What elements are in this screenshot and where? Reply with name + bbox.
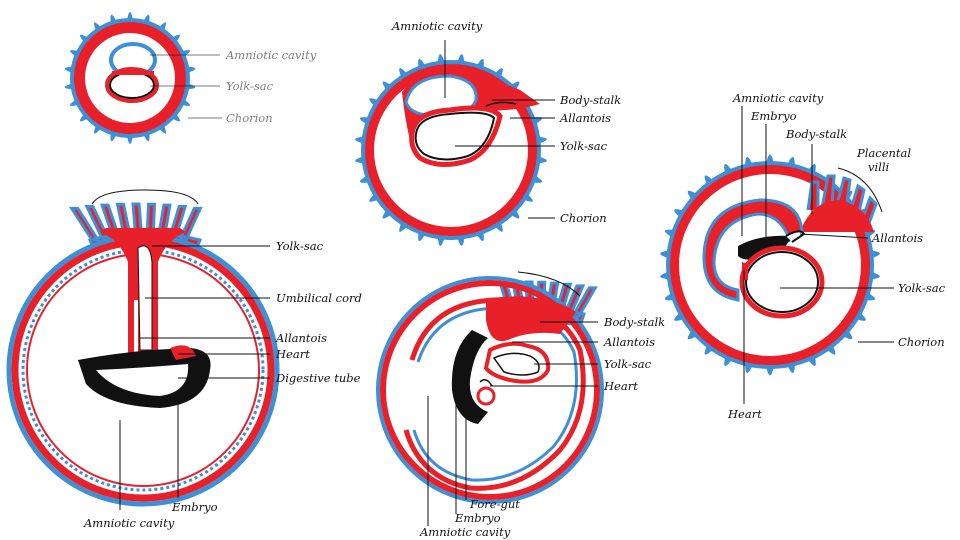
heart-4 — [170, 345, 196, 360]
body-stalk-5 — [486, 296, 576, 342]
label-umbilical-cord-4: Umbilical cord — [276, 291, 362, 305]
digestive-tube-4 — [96, 364, 189, 396]
heart-3 — [742, 262, 748, 280]
label-yolk-sac-5: Yolk-sac — [604, 357, 652, 371]
placental-villi-3 — [800, 167, 883, 232]
label-amniotic-cavity-2: Amniotic cavity — [391, 19, 483, 33]
yolk-endoderm-2 — [414, 111, 496, 161]
yolk-endoderm-3 — [745, 251, 819, 313]
fig1-labels: Amniotic cavity Yolk-sac Chorion — [150, 48, 317, 125]
label-yolk-sac-2: Yolk-sac — [560, 139, 608, 153]
label-placental-villi-line1: Placental — [856, 146, 911, 160]
allantois-4 — [134, 300, 138, 360]
label-amniotic-cavity-3: Amniotic cavity — [732, 91, 824, 105]
label-allantois-4: Allantois — [275, 331, 327, 345]
label-embryo-3: Embryo — [750, 109, 797, 123]
label-yolk-sac-1: Yolk-sac — [226, 79, 274, 93]
heart-5 — [476, 386, 496, 406]
label-placental-villi-line2: villi — [868, 160, 890, 174]
label-digestive-tube-4: Digestive tube — [275, 371, 361, 385]
label-heart-4: Heart — [275, 347, 310, 361]
amnion-3 — [702, 198, 804, 302]
label-embryo-5: Embryo — [454, 511, 501, 525]
chorion-outer-5 — [376, 276, 604, 504]
label-embryo-4: Embryo — [171, 500, 218, 514]
label-body-stalk-5: Body-stalk — [603, 315, 665, 329]
label-heart-3: Heart — [727, 407, 762, 421]
yolk-endoderm-1 — [109, 71, 155, 99]
allantois-2 — [485, 101, 517, 107]
label-body-stalk-3: Body-stalk — [785, 127, 847, 141]
embryo-5 — [451, 330, 488, 424]
label-yolk-sac-3: Yolk-sac — [898, 281, 946, 295]
label-chorion-3: Chorion — [898, 335, 945, 349]
fig2-labels: Amniotic cavity Body-stalk Allantois Yol… — [391, 19, 621, 225]
fig5-labels: Body-stalk Allantois Yolk-sac Heart Fore… — [419, 315, 665, 539]
figure-1: Amniotic cavity Yolk-sac Chorion — [64, 12, 317, 144]
label-fore-gut-5: Fore-gut — [469, 497, 520, 511]
fore-gut-5 — [479, 379, 493, 387]
figure-2: Amniotic cavity Body-stalk Allantois Yol… — [355, 19, 621, 246]
figure-4: Yolk-sac Umbilical cord Allantois Heart … — [6, 189, 362, 530]
embryo-3 — [738, 235, 792, 260]
label-allantois-2: Allantois — [559, 111, 611, 125]
label-amniotic-cavity-5: Amniotic cavity — [419, 525, 511, 539]
label-allantois-5: Allantois — [603, 335, 655, 349]
label-amniotic-cavity-1: Amniotic cavity — [225, 48, 317, 62]
fig3-labels: Amniotic cavity Embryo Body-stalk Placen… — [727, 91, 946, 421]
label-amniotic-cavity-4: Amniotic cavity — [83, 516, 175, 530]
label-yolk-sac-4: Yolk-sac — [276, 239, 324, 253]
label-chorion-1: Chorion — [226, 111, 273, 125]
label-body-stalk-2: Body-stalk — [559, 93, 621, 107]
amnion-5 — [403, 297, 586, 491]
chorion-mesoderm-5 — [380, 280, 600, 500]
label-chorion-2: Chorion — [560, 211, 607, 225]
figure-3: Amniotic cavity Embryo Body-stalk Placen… — [660, 91, 946, 421]
fig4-labels: Yolk-sac Umbilical cord Allantois Heart … — [83, 239, 362, 530]
label-allantois-3: Allantois — [871, 231, 923, 245]
figure-5: Body-stalk Allantois Yolk-sac Heart Fore… — [376, 271, 665, 539]
label-heart-5: Heart — [603, 379, 638, 393]
embryonic-disc-1 — [112, 71, 154, 75]
